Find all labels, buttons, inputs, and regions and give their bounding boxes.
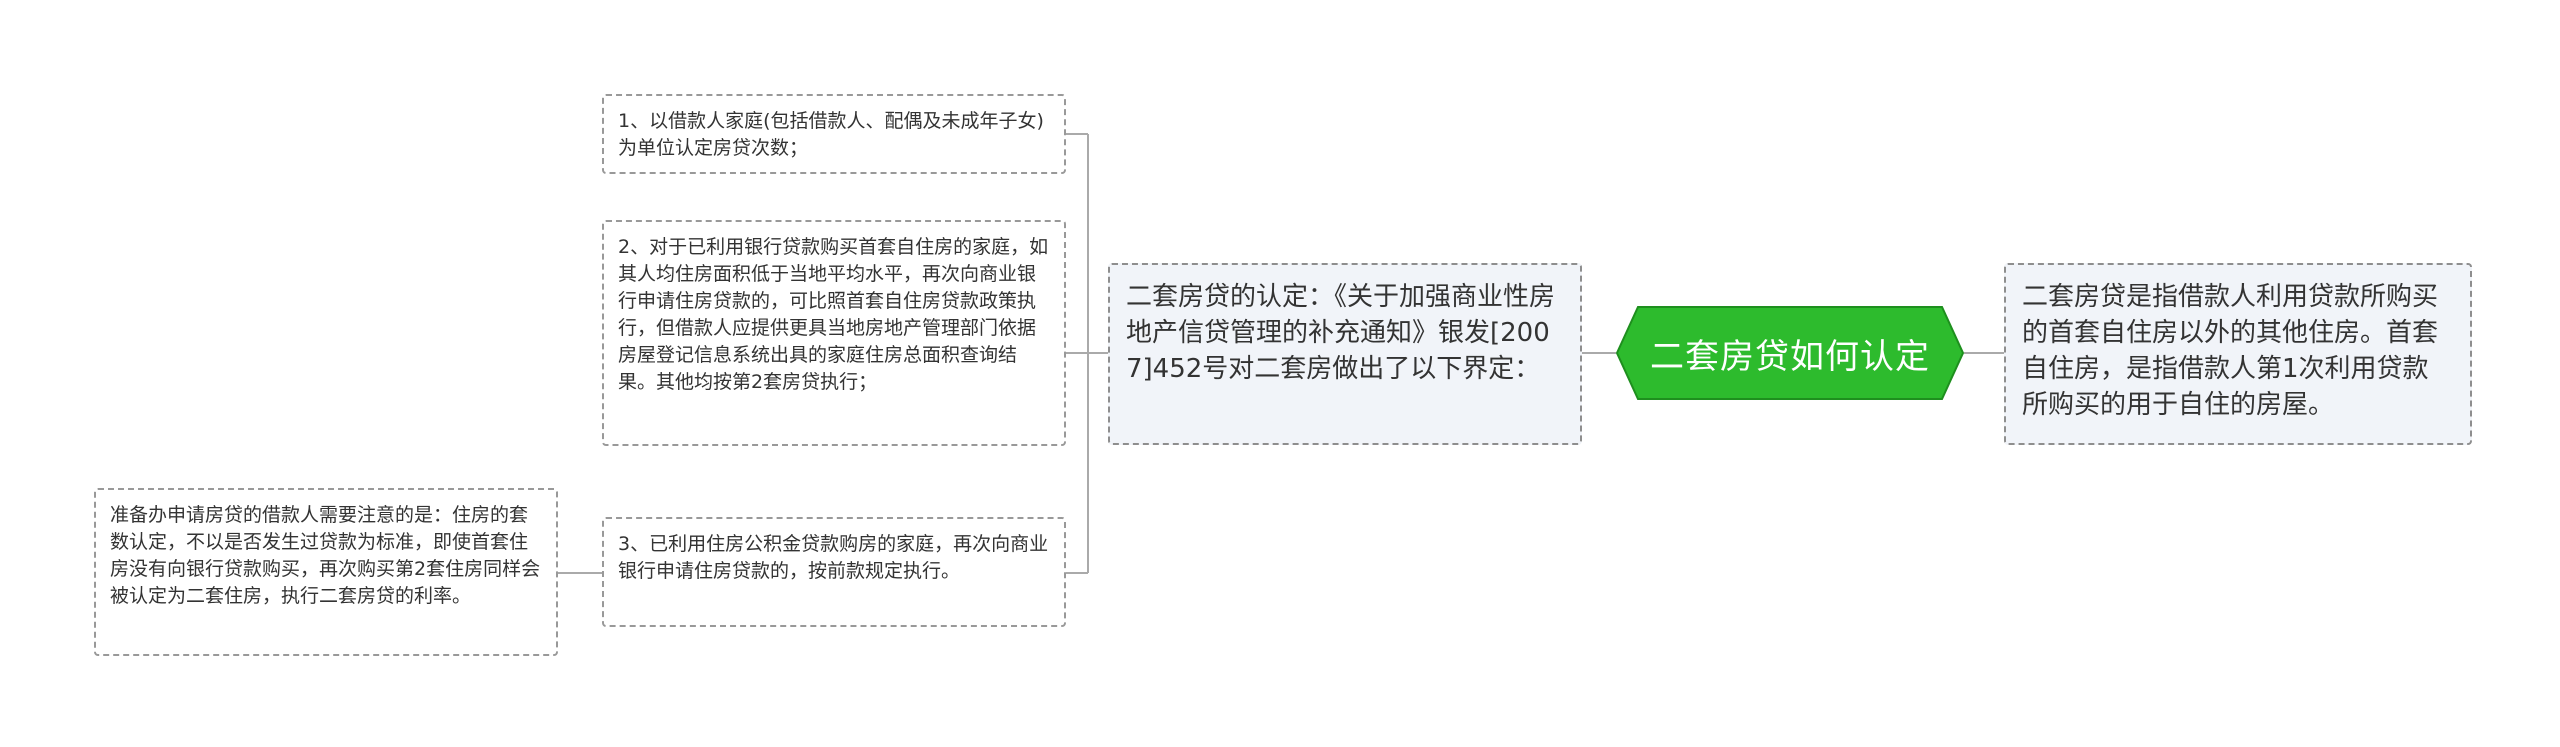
rule-1-node[interactable]: 1、以借款人家庭(包括借款人、配偶及未成年子女)为单位认定房贷次数；	[602, 94, 1066, 174]
center-topic-label: 二套房贷如何认定	[1650, 336, 1930, 377]
note-text: 准备办申请房贷的借款人需要注意的是：住房的套数认定，不以是否发生过贷款为标准，即…	[110, 504, 541, 607]
rule-2-text: 2、对于已利用银行贷款购买首套自住房的家庭，如其人均住房面积低于当地平均水平，再…	[618, 236, 1049, 393]
definition-node[interactable]: 二套房贷是指借款人利用贷款所购买的首套自住房以外的其他住房。首套自住房，是指借款…	[2004, 263, 2472, 445]
center-topic[interactable]: 二套房贷如何认定	[1616, 306, 1964, 400]
note-node[interactable]: 准备办申请房贷的借款人需要注意的是：住房的套数认定，不以是否发生过贷款为标准，即…	[94, 488, 558, 656]
rule-1-text: 1、以借款人家庭(包括借款人、配偶及未成年子女)为单位认定房贷次数；	[618, 110, 1044, 159]
rule-3-node[interactable]: 3、已利用住房公积金贷款购房的家庭，再次向商业银行申请住房贷款的，按前款规定执行…	[602, 517, 1066, 627]
recognition-node[interactable]: 二套房贷的认定：《关于加强商业性房地产信贷管理的补充通知》银发[2007]452…	[1108, 263, 1582, 445]
connector-recognition-trunk	[1087, 134, 1108, 573]
definition-text: 二套房贷是指借款人利用贷款所购买的首套自住房以外的其他住房。首套自住房，是指借款…	[2022, 282, 2439, 420]
recognition-text: 二套房贷的认定：《关于加强商业性房地产信贷管理的补充通知》银发[2007]452…	[1126, 282, 1556, 384]
rule-2-node[interactable]: 2、对于已利用银行贷款购买首套自住房的家庭，如其人均住房面积低于当地平均水平，再…	[602, 220, 1066, 446]
rule-3-text: 3、已利用住房公积金贷款购房的家庭，再次向商业银行申请住房贷款的，按前款规定执行…	[618, 533, 1049, 582]
center-topic-shape	[1616, 306, 1964, 400]
